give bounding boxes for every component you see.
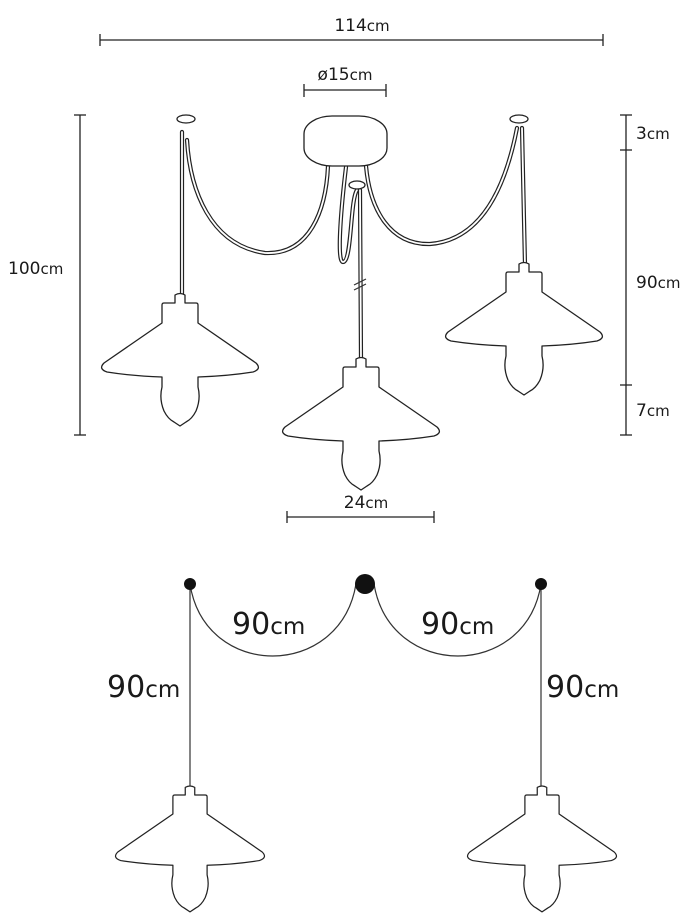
right-anchor-point bbox=[535, 578, 547, 590]
total-height-label: 100cm bbox=[8, 259, 63, 279]
right-hanging-shade bbox=[466, 785, 618, 913]
left-arc-label: 90cm bbox=[232, 607, 305, 642]
shade-width-dimension: 24cm bbox=[286, 493, 435, 523]
center-pendant-shade bbox=[281, 356, 441, 491]
right-drop-label: 90cm bbox=[546, 670, 619, 705]
width-dimension: 114cm bbox=[99, 16, 604, 46]
shade-height-label: 7cm bbox=[636, 401, 670, 421]
cords bbox=[179, 125, 528, 363]
left-drop-label: 90cm bbox=[107, 670, 180, 705]
total-height-dimension: 100cm bbox=[8, 114, 86, 436]
right-arc-label: 90cm bbox=[421, 607, 494, 642]
cord-height-label: 90cm bbox=[636, 273, 681, 293]
width-label: 114cm bbox=[334, 16, 389, 36]
center-hook bbox=[348, 180, 366, 190]
canopy-height-label: 3cm bbox=[636, 124, 670, 144]
left-hanging-shade bbox=[114, 785, 266, 913]
center-canopy-point bbox=[355, 574, 375, 594]
left-ceiling-hook bbox=[176, 114, 196, 124]
ceiling-canopy bbox=[303, 115, 388, 167]
left-pendant-shade bbox=[100, 292, 260, 427]
right-ceiling-hook bbox=[509, 114, 529, 124]
canopy-diameter-label: ø15cm bbox=[318, 65, 373, 85]
right-pendant-shade bbox=[444, 261, 604, 396]
assembled-lamp bbox=[100, 114, 604, 491]
cable-layout: 90cm 90cm 90cm 90cm bbox=[107, 574, 619, 913]
left-anchor-point bbox=[184, 578, 196, 590]
canopy-diameter-dimension: ø15cm bbox=[303, 65, 387, 97]
shade-width-label: 24cm bbox=[344, 493, 389, 513]
height-breakdown-dimension: 3cm 90cm 7cm bbox=[620, 114, 681, 436]
